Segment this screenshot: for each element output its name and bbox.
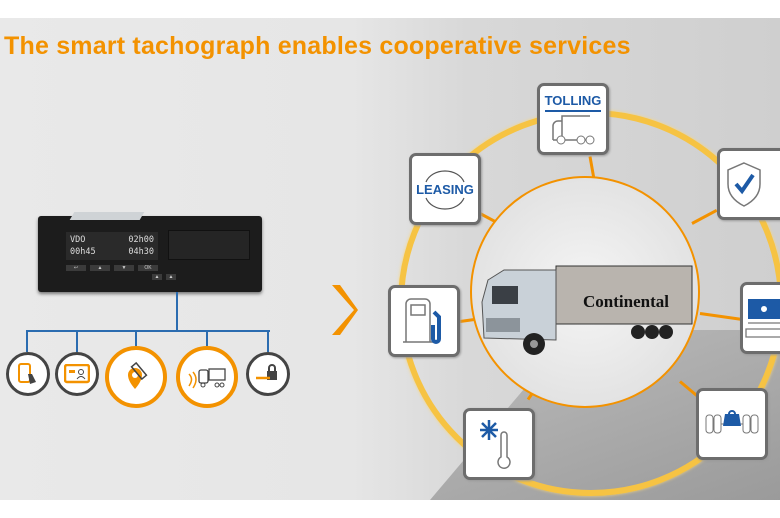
remote-truck-communication-icon [176, 346, 238, 408]
page-title: The smart tachograph enables cooperative… [4, 32, 631, 60]
service-remote-download[interactable] [740, 282, 780, 354]
shield-check-icon [727, 162, 761, 207]
axle-weight-icon [705, 410, 759, 434]
connector-line [76, 330, 78, 352]
trailer-icon [552, 114, 595, 144]
connector-line [26, 330, 270, 332]
smartphone-touch-icon [6, 352, 50, 396]
up-button[interactable]: ▲ [90, 265, 110, 271]
satellite-location-icon [105, 346, 167, 408]
card-2-button[interactable]: ▲ [166, 274, 176, 280]
tachograph-display: VDO 02h00 00h45 04h30 [66, 232, 158, 260]
service-temperature[interactable] [463, 408, 535, 480]
snowflake-thermometer-icon [480, 420, 511, 469]
service-fuel[interactable] [388, 285, 460, 357]
service-tolling[interactable]: TOLLING [537, 83, 609, 155]
truck-brand-text: Continental [583, 292, 669, 311]
connector-line [176, 292, 178, 330]
cycle-arrows-icon [425, 170, 465, 210]
connector-line [206, 330, 208, 346]
leasing-label: LEASING [416, 181, 474, 197]
back-button[interactable]: ↩ [66, 265, 86, 271]
card-1-button[interactable]: ▲ [152, 274, 162, 280]
down-button[interactable]: ▼ [114, 265, 134, 271]
driver-card-icon [55, 352, 99, 396]
ok-button[interactable]: OK [138, 265, 158, 271]
tachograph-device: VDO 02h00 00h45 04h30 ↩ ▲ ▼ OK ▲ ▲ [38, 212, 262, 292]
tolling-label: TOLLING [544, 93, 602, 112]
display-time-1: 02h00 [128, 235, 154, 245]
computer-icon [745, 299, 780, 338]
printer-slot [168, 230, 250, 260]
security-lock-icon [246, 352, 290, 396]
display-brand: VDO [70, 235, 86, 245]
display-time-3: 04h30 [128, 247, 154, 257]
truck-image: Continental [481, 265, 693, 355]
service-axle-weight[interactable] [696, 388, 768, 460]
fuel-pump-icon [403, 298, 441, 344]
connector-line [26, 330, 28, 352]
chevron-right-icon [332, 285, 358, 335]
connector-line [267, 330, 269, 352]
service-security[interactable] [717, 148, 780, 220]
service-leasing[interactable]: LEASING [409, 153, 481, 225]
connector-line [135, 330, 137, 346]
display-time-2: 00h45 [70, 247, 96, 257]
